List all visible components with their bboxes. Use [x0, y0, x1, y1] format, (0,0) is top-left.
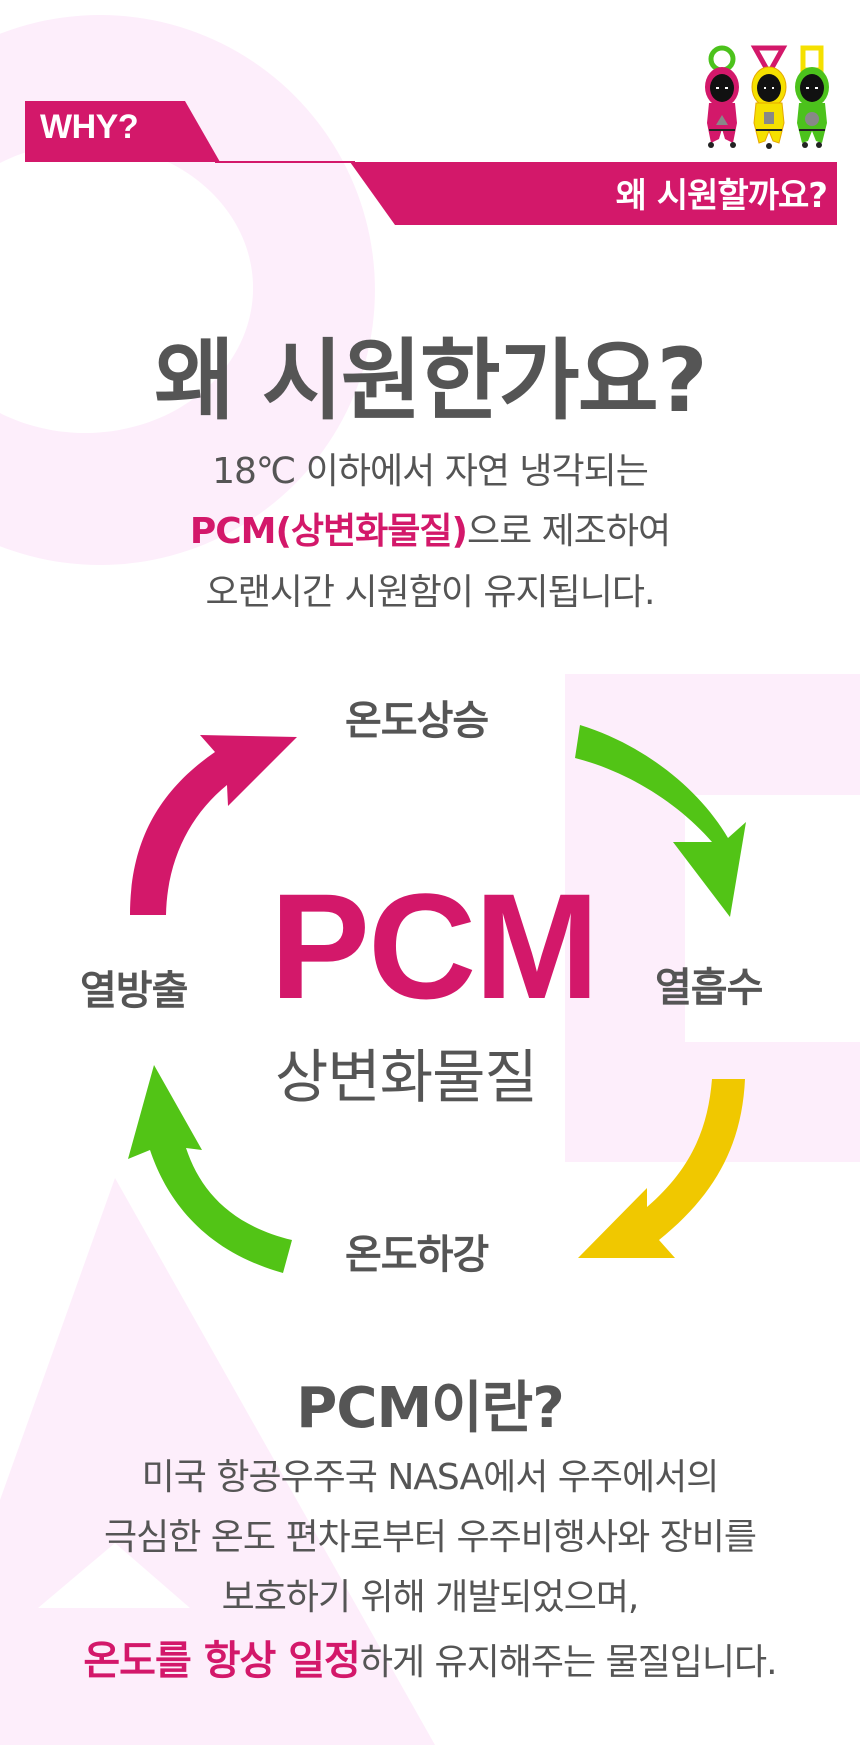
squid-game-guards-icon	[705, 45, 829, 149]
guard-yellow-icon	[750, 45, 788, 149]
arrow-heat-release-to-rise	[130, 735, 297, 915]
about-line-4-rest: 하게 유지해주는 물질입니다.	[359, 1642, 778, 1683]
intro-line-2: PCM(상변화물질)으로 제조하여	[0, 502, 860, 554]
letter-e-shape	[565, 674, 860, 1162]
title-banner	[350, 162, 837, 225]
cycle-center-subtitle: 상변화물질	[275, 1043, 538, 1111]
intro-line-2-rest: 으로 제조하여	[466, 511, 671, 552]
letter-a-shape	[0, 1178, 435, 1745]
about-line-3: 보호하기 위해 개발되었으며,	[221, 1577, 640, 1618]
arrow-absorb-to-fall	[578, 1079, 745, 1258]
about-line-1: 미국 항공우주국 NASA에서 우주에서의	[141, 1457, 720, 1498]
arrow-rise-to-absorb	[575, 725, 746, 917]
cycle-step-heat-absorption: 열흡수	[655, 965, 763, 1011]
about-line-2: 극심한 온도 편차로부터 우주비행사와 장비를	[103, 1517, 757, 1558]
arrow-fall-to-release	[128, 1065, 292, 1273]
why-tag-label: WHY?	[40, 108, 139, 146]
intro-line-3: 오랜시간 시원함이 유지됩니다.	[205, 572, 656, 613]
intro-line-2-highlight: PCM(상변화물질)	[189, 511, 468, 552]
main-headline: 왜 시원한가요?	[154, 329, 707, 432]
pcm-cycle-diagram	[128, 725, 746, 1273]
about-line-4-highlight: 온도를 항상 일정	[83, 1638, 360, 1684]
intro-line-1: 18℃ 이하에서 자연 냉각되는	[212, 451, 649, 492]
about-title: PCM이란?	[296, 1376, 564, 1441]
cycle-step-heat-release: 열방출	[80, 968, 188, 1014]
cycle-center-title: PCM	[270, 862, 599, 1030]
why-tag	[25, 101, 220, 162]
ring-shape	[0, 15, 375, 565]
about-line-4: 온도를 항상 일정하게 유지해주는 물질입니다.	[0, 1628, 860, 1686]
guard-pink-icon	[705, 45, 739, 148]
guard-green-icon	[795, 45, 829, 148]
cycle-step-temperature-fall: 온도하강	[345, 1232, 489, 1278]
cycle-step-temperature-rise: 온도상승	[345, 698, 489, 744]
title-banner-label: 왜 시원할까요?	[615, 176, 828, 216]
banner-divider	[215, 161, 355, 163]
